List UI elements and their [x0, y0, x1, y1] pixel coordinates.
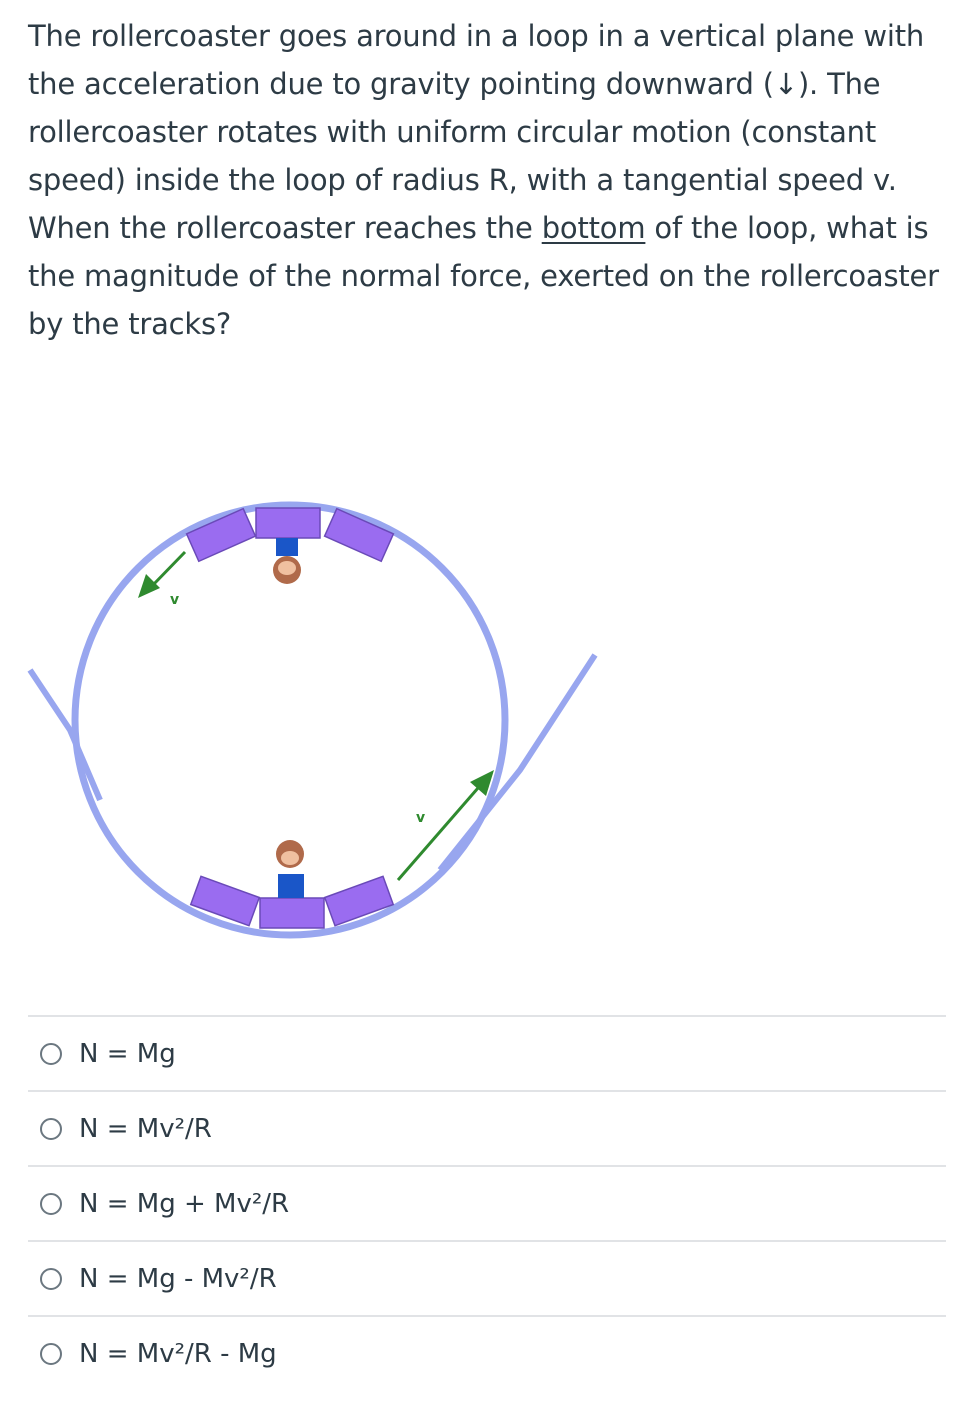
answer-label: N = Mg + Mv²/R: [79, 1188, 290, 1219]
rider-bottom-face: [281, 851, 299, 865]
question-text-part1: The rollercoaster goes around in a loop …: [28, 19, 925, 245]
radio-button[interactable]: [40, 1342, 62, 1365]
bottom-velocity-arrow: v: [396, 770, 494, 881]
bottom-train: [189, 840, 395, 929]
answer-option-4[interactable]: N = Mg - Mv²/R: [28, 1240, 946, 1315]
track-loop: [71, 501, 509, 939]
radio-button[interactable]: [40, 1192, 62, 1215]
rider-top-body: [276, 538, 298, 556]
answer-label: N = Mg - Mv²/R: [79, 1263, 277, 1294]
radio-button[interactable]: [40, 1117, 62, 1140]
answer-label: N = Mg: [79, 1038, 176, 1069]
top-velocity-label: v: [170, 592, 179, 608]
rider-top-face: [278, 561, 296, 575]
car-top-center: [255, 507, 321, 539]
answer-option-3[interactable]: N = Mg + Mv²/R: [28, 1165, 946, 1240]
car-bottom-center: [259, 897, 325, 929]
rollercoaster-loop-figure: v v: [27, 501, 598, 939]
top-train: [185, 507, 395, 584]
car-top-right: [323, 507, 395, 563]
answer-list: N = Mg N = Mv²/R N = Mg + Mv²/R N = Mg -…: [28, 1015, 946, 1390]
car-bottom-right: [323, 875, 395, 927]
car-bottom-left: [189, 875, 261, 927]
question-text-part2: of the loop, what is the magnitude of th…: [28, 211, 939, 341]
question-emphasis: bottom: [541, 211, 646, 245]
bottom-velocity-label: v: [416, 810, 425, 826]
answer-option-1[interactable]: N = Mg: [28, 1015, 946, 1090]
radio-button[interactable]: [40, 1042, 62, 1065]
top-velocity-arrow: v: [138, 550, 187, 608]
answer-option-5[interactable]: N = Mv²/R - Mg: [28, 1315, 946, 1390]
radio-button[interactable]: [40, 1267, 62, 1290]
answer-option-2[interactable]: N = Mv²/R: [28, 1090, 946, 1165]
question-text: The rollercoaster goes around in a loop …: [28, 12, 948, 348]
answer-label: N = Mv²/R: [79, 1113, 212, 1144]
track-exit: [437, 653, 598, 872]
answer-label: N = Mv²/R - Mg: [79, 1338, 277, 1369]
car-top-left: [185, 507, 257, 563]
rider-bottom-body: [278, 874, 304, 898]
track-entry: [27, 668, 103, 802]
